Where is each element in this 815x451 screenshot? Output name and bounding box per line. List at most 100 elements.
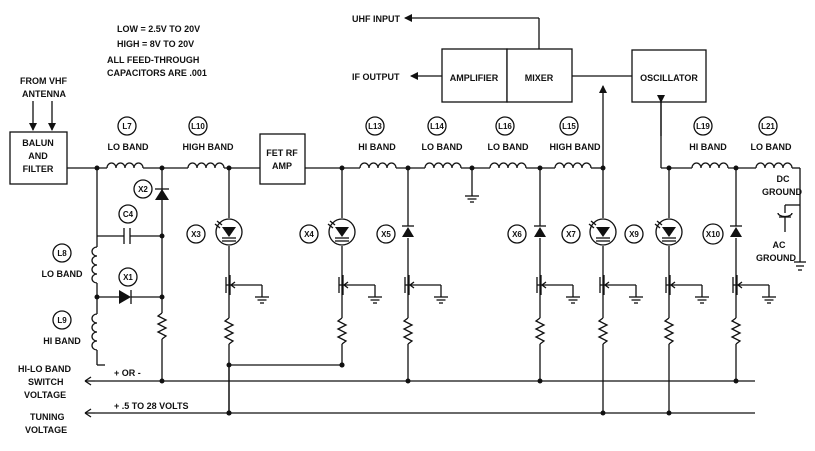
hilo-label-2: SWITCH bbox=[28, 377, 64, 387]
diode-x1-symbol bbox=[119, 290, 131, 304]
bias-resistor bbox=[223, 317, 235, 345]
diode-x2-symbol bbox=[155, 189, 169, 200]
oscillator-block: OSCILLATOR bbox=[631, 49, 707, 103]
oscillator-label: OSCILLATOR bbox=[640, 73, 698, 83]
balun-label-2: AND bbox=[28, 151, 48, 161]
fet-label-2: AMP bbox=[272, 161, 292, 171]
note-feed-through-1: ALL FEED-THROUGH bbox=[107, 55, 199, 65]
inductor-l15: L15 HIGH BAND bbox=[550, 116, 601, 152]
inductor-l8: L8 LO BAND bbox=[42, 243, 83, 279]
band-switch-network bbox=[91, 168, 169, 381]
dc-ground-label-1: DC bbox=[777, 174, 790, 184]
inductor-l13: L13 HI BAND bbox=[358, 116, 396, 152]
rf-line-section-1 bbox=[67, 162, 260, 171]
x10-id: X10 bbox=[706, 230, 721, 239]
l7-id: L7 bbox=[122, 122, 132, 131]
shunt-diode bbox=[534, 227, 546, 237]
transistor-arrow bbox=[540, 281, 547, 289]
l15-label: HIGH BAND bbox=[550, 142, 601, 152]
c4-id: C4 bbox=[123, 210, 134, 219]
dc-ground-label-2: GROUND bbox=[762, 187, 802, 197]
inductor-l10: L10 HIGH BAND bbox=[183, 116, 234, 152]
bias-resistor bbox=[730, 317, 742, 345]
resistor-band-switch bbox=[156, 312, 168, 340]
l15-id: L15 bbox=[562, 122, 576, 131]
mixer-label: MIXER bbox=[525, 73, 554, 83]
ac-ground-label-1: AC bbox=[773, 240, 786, 250]
l9-label: HI BAND bbox=[43, 336, 81, 346]
l19-id: L19 bbox=[696, 122, 710, 131]
transistor-arrow bbox=[408, 281, 415, 289]
varactor-light-mark bbox=[214, 223, 221, 229]
bias-resistor bbox=[597, 317, 609, 345]
uhf-input-label: UHF INPUT bbox=[352, 14, 400, 24]
supply-buses: HI-LO BAND SWITCH VOLTAGE + OR - TUNING … bbox=[18, 362, 755, 435]
varactor-envelope bbox=[215, 218, 243, 246]
capacitor-c4: C4 bbox=[118, 204, 138, 224]
l16-label: LO BAND bbox=[488, 142, 529, 152]
shunt-diode bbox=[402, 227, 414, 237]
l8-label: LO BAND bbox=[42, 269, 83, 279]
varactor-diode bbox=[335, 227, 349, 237]
l13-label: HI BAND bbox=[358, 142, 396, 152]
varactor-envelope bbox=[589, 218, 617, 246]
l9-id: L9 bbox=[57, 316, 67, 325]
x5-id: X5 bbox=[381, 230, 391, 239]
inductor-l7: L7 LO BAND bbox=[108, 116, 149, 152]
dc-ac-ground-capacitor: DC GROUND AC GROUND bbox=[756, 174, 806, 271]
x1-id: X1 bbox=[123, 273, 133, 282]
bias-resistor bbox=[534, 317, 546, 345]
varactor-light-mark bbox=[329, 220, 336, 226]
antenna-input: FROM VHF ANTENNA bbox=[20, 76, 67, 131]
polarity-label: + OR - bbox=[114, 368, 141, 378]
inductor-l21-coil bbox=[755, 162, 793, 169]
varactor-envelope bbox=[328, 218, 356, 246]
inductor-l19: L19 HI BAND bbox=[689, 116, 727, 152]
inductor-l16: L16 LO BAND bbox=[488, 116, 529, 152]
l10-id: L10 bbox=[191, 122, 205, 131]
transistor-arrow bbox=[229, 281, 236, 289]
l19-label: HI BAND bbox=[689, 142, 727, 152]
varactor-diode bbox=[222, 227, 236, 237]
varactor-light-mark bbox=[654, 223, 661, 229]
x2-id: X2 bbox=[138, 185, 148, 194]
voltage-notes: LOW = 2.5V TO 20V HIGH = 8V TO 20V ALL F… bbox=[107, 24, 207, 78]
x4-id: X4 bbox=[304, 230, 314, 239]
diode-x9: X9 bbox=[624, 224, 644, 244]
tuning-label-2: VOLTAGE bbox=[25, 425, 67, 435]
transistor-arrow bbox=[342, 281, 349, 289]
transistor-arrow bbox=[669, 281, 676, 289]
tuning-range-label: + .5 TO 28 VOLTS bbox=[114, 401, 188, 411]
inductor-l8-coil bbox=[91, 246, 98, 284]
fet-rf-amp-block: FET RF AMP bbox=[259, 133, 306, 185]
l10-label: HIGH BAND bbox=[183, 142, 234, 152]
x7-id: X7 bbox=[566, 230, 576, 239]
transistor-arrow bbox=[736, 281, 743, 289]
mixer-block: MIXER bbox=[506, 48, 573, 103]
inductor-l19-coil bbox=[691, 162, 729, 169]
l21-label: LO BAND bbox=[751, 142, 792, 152]
l7-label: LO BAND bbox=[108, 142, 149, 152]
inductor-l14: L14 LO BAND bbox=[422, 116, 463, 152]
amplifier-block: AMPLIFIER bbox=[441, 48, 508, 103]
l21-id: L21 bbox=[761, 122, 775, 131]
varactor-light-mark bbox=[656, 220, 663, 226]
transistor-arrow bbox=[603, 281, 610, 289]
antenna-label-2: ANTENNA bbox=[22, 89, 66, 99]
varactor-light-mark bbox=[327, 223, 334, 229]
x3-id: X3 bbox=[191, 230, 201, 239]
l13-id: L13 bbox=[368, 122, 382, 131]
bias-resistor bbox=[402, 317, 414, 345]
inductor-l16-coil bbox=[489, 162, 527, 169]
inductor-l10-coil bbox=[187, 162, 225, 169]
balun-label-1: BALUN bbox=[22, 138, 54, 148]
hilo-label-3: VOLTAGE bbox=[24, 390, 66, 400]
bias-resistor bbox=[336, 317, 348, 345]
note-high: HIGH = 8V TO 20V bbox=[117, 39, 194, 49]
inductor-l15-coil bbox=[554, 162, 592, 169]
tuning-diode-stages bbox=[214, 168, 776, 416]
diode-x10: X10 bbox=[702, 223, 724, 245]
diode-x5: X5 bbox=[376, 224, 396, 244]
varactor-diode bbox=[596, 227, 610, 237]
component-labels: L7 LO BAND L10 HIGH BAND L13 HI BAND L14… bbox=[42, 116, 792, 346]
